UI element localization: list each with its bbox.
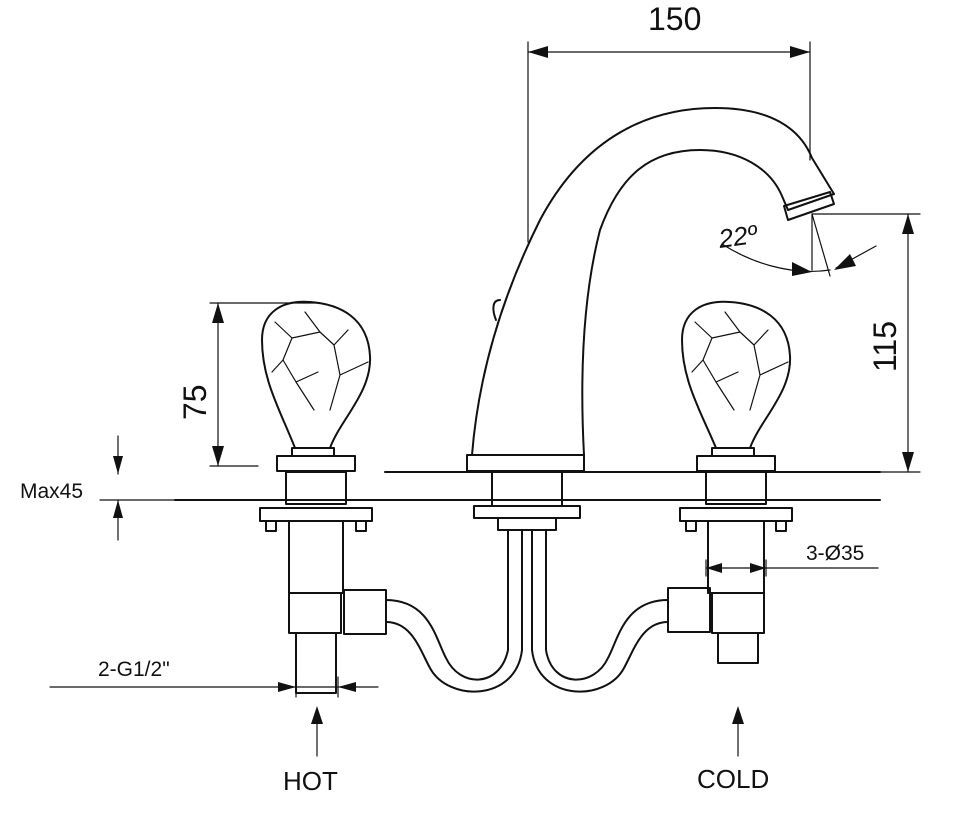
dimension-deck-thickness: Max45 (20, 435, 176, 541)
spout-body (466, 107, 835, 531)
hot-handle (259, 300, 373, 694)
connection-hoses (343, 529, 711, 693)
dimension-angle: 22º (716, 213, 877, 277)
cold-inlet: COLD (697, 706, 769, 794)
cold-label: COLD (697, 764, 769, 794)
dimension-label-hole-diameter: 3-Ø35 (806, 542, 864, 565)
dimension-label-spout-angle: 22º (716, 219, 761, 254)
dimension-inlet-thread: 2-G1/2" (49, 658, 379, 698)
dimension-label-inlet-thread: 2-G1/2" (98, 658, 170, 681)
dimension-115: 115 (811, 213, 921, 473)
dimension-75: 75 (177, 302, 321, 467)
countertop-deck (174, 471, 881, 501)
dimension-label-spout-reach: 150 (648, 1, 701, 37)
hot-label: HOT (283, 766, 338, 796)
hot-inlet: HOT (283, 706, 338, 796)
cold-handle (679, 300, 793, 664)
dimension-150: 150 (527, 1, 811, 243)
dimension-label-handle-height: 75 (177, 384, 213, 420)
dimension-hole-diameter: 3-Ø35 (705, 542, 879, 577)
dimension-label-spout-height: 115 (867, 321, 903, 372)
dimension-label-deck-thickness: Max45 (20, 480, 83, 503)
